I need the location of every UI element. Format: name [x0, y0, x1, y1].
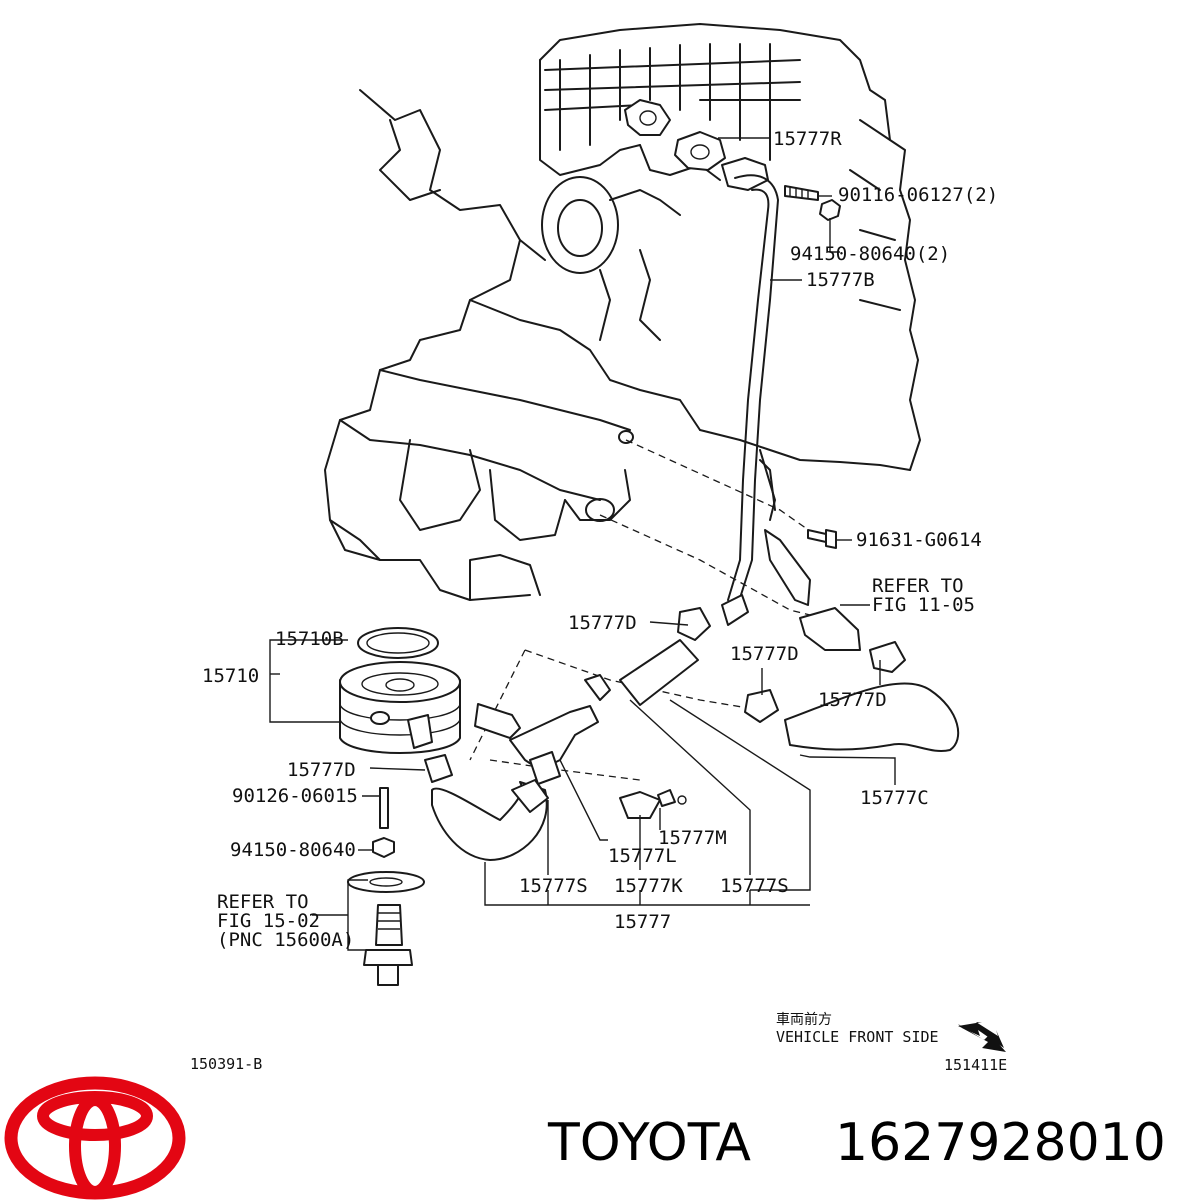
label-15710: 15710 [202, 665, 259, 687]
toyota-logo-icon [4, 1076, 186, 1200]
part-number: 1627928010 [835, 1113, 1166, 1173]
leader-lines [269, 137, 896, 951]
valve-15777k [619, 789, 687, 819]
union-bolt-stack [347, 787, 425, 986]
label-94150-80640-bottom: 94150-80640 [230, 839, 356, 861]
routing-lines [469, 439, 831, 781]
label-15777d-2: 15777D [730, 643, 799, 665]
hose-center [431, 607, 711, 861]
brand-name: TOYOTA [547, 1113, 751, 1173]
label-15777d-1: 15777D [568, 612, 637, 634]
label-94150-80640-top: 94150-80640(2) [790, 243, 950, 265]
label-15777d-4: 15777D [287, 759, 356, 781]
label-15710b: 15710B [275, 628, 344, 650]
label-90116-06127: 90116-06127(2) [838, 184, 998, 206]
label-refer-bottom-line1: REFER TO [217, 891, 309, 913]
front-direction-arrow-icon [958, 1022, 1006, 1052]
label-refer-bottom-line3: (PNC 15600A) [217, 929, 354, 951]
label-15777k: 15777K [614, 875, 683, 897]
label-15777c: 15777C [860, 787, 929, 809]
label-15777l: 15777L [608, 845, 677, 867]
water-pipe-15777b [674, 131, 841, 626]
label-15777s-1: 15777S [519, 875, 588, 897]
label-15777s-2: 15777S [720, 875, 789, 897]
engine-block [324, 23, 921, 601]
oil-cooler-15710 [339, 627, 461, 783]
vehicle-front-en: VEHICLE FRONT SIDE [776, 1028, 939, 1046]
label-15777d-3: 15777D [818, 689, 887, 711]
vehicle-front-jp: 車両前方 [776, 1011, 832, 1028]
part-labels: 15777R 90116-06127(2) 94150-80640(2) 157… [190, 128, 1007, 1074]
label-15777m: 15777M [658, 827, 727, 849]
label-refer-top-line2: FIG 11-05 [872, 594, 975, 616]
label-refer-top-line1: REFER TO [872, 575, 964, 597]
label-15777: 15777 [614, 911, 671, 933]
label-15777b: 15777B [806, 269, 875, 291]
label-refer-bottom-line2: FIG 15-02 [217, 910, 320, 932]
figure-code-left: 150391-B [190, 1055, 262, 1073]
figure-code-right: 151411E [944, 1056, 1007, 1074]
label-91631-g0614: 91631-G0614 [856, 529, 982, 551]
label-15777r: 15777R [773, 128, 842, 150]
hose-15777c [744, 607, 960, 752]
label-90126-06015: 90126-06015 [232, 785, 358, 807]
